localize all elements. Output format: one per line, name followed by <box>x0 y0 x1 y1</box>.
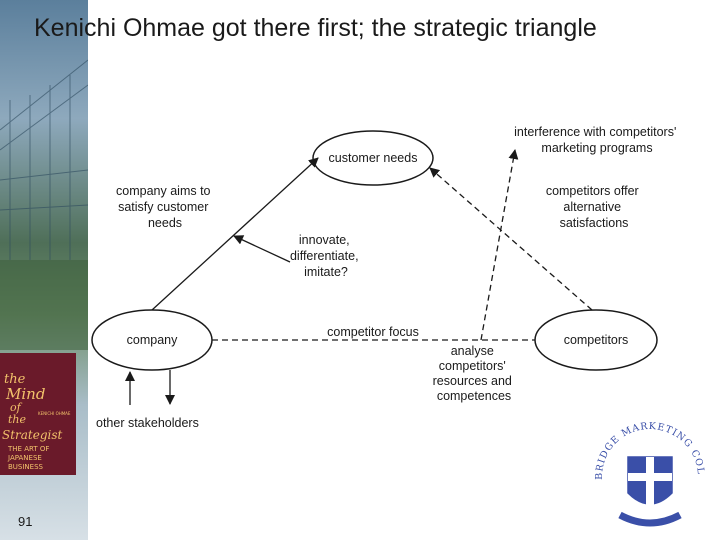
book-subtitle-line: THE ART OF <box>7 445 49 453</box>
customer-needs-label: customer needs <box>329 151 418 165</box>
book-title-line: the <box>4 372 26 387</box>
company-aims-label: company aims to satisfy customer needs <box>116 184 214 230</box>
competitors-to-customer-arrow <box>429 167 593 311</box>
book-subtitle-line: BUSINESS <box>8 463 44 471</box>
book-title-line: of <box>10 401 23 414</box>
company-label: company <box>127 333 178 347</box>
innovate-label: innovate, differentiate, imitate? <box>290 233 362 279</box>
interference-arrow <box>480 149 519 341</box>
building-photo <box>0 59 88 350</box>
book-title-line: the <box>8 413 27 426</box>
innovate-arrow <box>233 235 291 263</box>
competitors-label: competitors <box>564 333 629 347</box>
competitor-focus-label: competitor focus <box>327 325 419 339</box>
book-title-line: Strategist <box>2 428 63 442</box>
other-stakeholders-label: other stakeholders <box>96 416 199 430</box>
interference-label: interference with competitors' marketing… <box>514 125 680 155</box>
book-subtitle-line: JAPANESE <box>7 454 42 462</box>
book-author: KENICHI OHMAE <box>38 411 71 416</box>
logo-ribbon <box>618 511 682 527</box>
competitors-offer-label: competitors offer alternative satisfacti… <box>546 184 642 230</box>
book-cover-image: the Mind of the Strategist KENICHI OHMAE… <box>0 353 76 475</box>
page-number: 91 <box>18 514 33 529</box>
analyse-label: analyse competitors' resources and compe… <box>433 344 516 403</box>
company-to-customer-arrow <box>151 157 319 311</box>
slide-title: Kenichi Ohmae got there first; the strat… <box>34 14 597 42</box>
book-title-line: Mind <box>5 385 45 403</box>
college-logo: CAMBRIDGE MARKETING COLLEGE <box>580 405 705 527</box>
